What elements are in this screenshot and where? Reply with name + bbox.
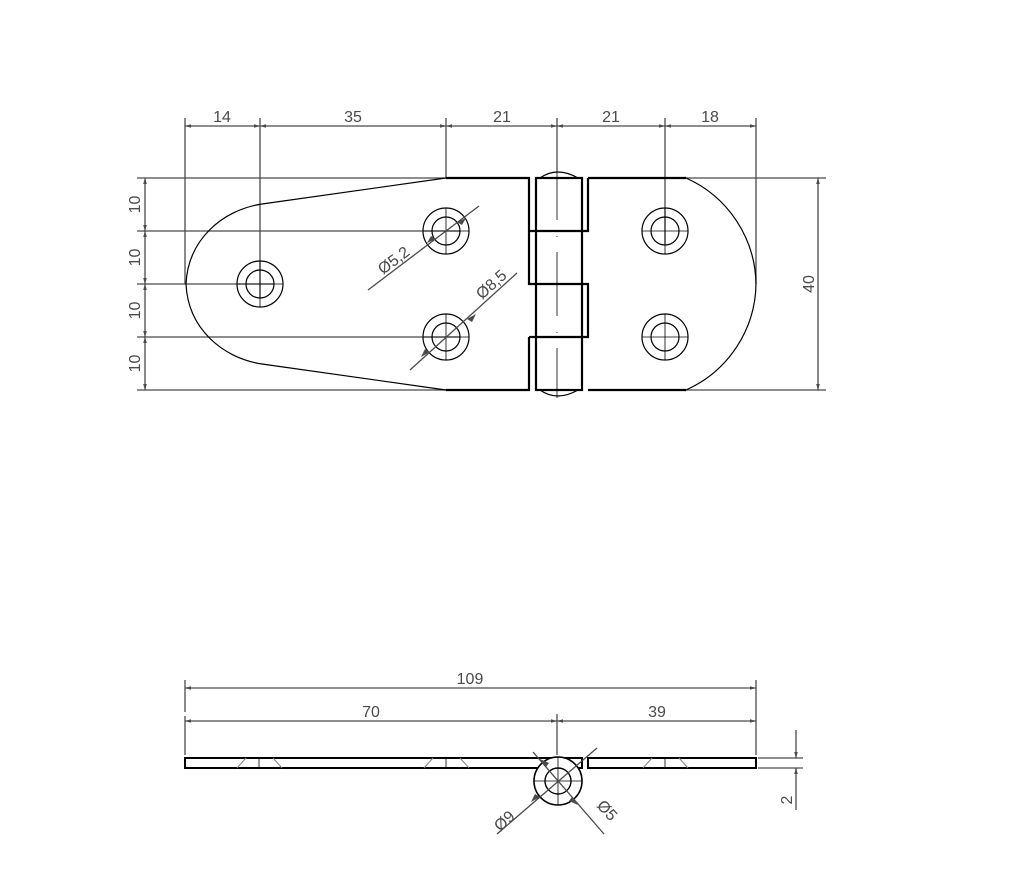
callout-d5: Ø5 xyxy=(593,797,620,824)
top-vertical-dimensions: 10 10 10 10 xyxy=(127,178,147,390)
dim-2-label: 2 xyxy=(779,795,796,804)
dim-109-label: 109 xyxy=(457,671,484,688)
right-leaf-outline xyxy=(588,176,757,392)
right-leaf-length-dimension: 39 xyxy=(557,704,756,723)
side-plates xyxy=(184,757,757,769)
dim-21b-label: 21 xyxy=(602,109,620,126)
hole-1 xyxy=(236,260,284,308)
side-view: 109 70 39 xyxy=(184,671,803,835)
hole-5 xyxy=(641,313,689,361)
overall-height-dimension: 40 xyxy=(801,178,820,390)
dim-40-label: 40 xyxy=(801,275,818,293)
dim-18-label: 18 xyxy=(701,109,719,126)
callout-d8-5: Ø8,5 xyxy=(473,267,510,303)
dim-10c-label: 10 xyxy=(127,302,144,320)
left-leaf-outline xyxy=(185,176,531,392)
dim-70-label: 70 xyxy=(362,704,380,721)
hole-4 xyxy=(641,207,689,255)
callout-d9: Ø9 xyxy=(491,808,518,835)
hinge-knuckle xyxy=(527,170,590,398)
dim-35-label: 35 xyxy=(344,109,362,126)
dim-10d-label: 10 xyxy=(127,355,144,373)
dim-14-label: 14 xyxy=(213,109,231,126)
left-leaf-length-dimension: 70 xyxy=(185,704,557,723)
vertical-extension-lines xyxy=(184,118,757,298)
dim-10b-label: 10 xyxy=(127,249,144,267)
dim-39-label: 39 xyxy=(648,704,666,721)
dim-21a-label: 21 xyxy=(493,109,511,126)
thickness-dimension: 2 xyxy=(779,730,798,810)
horizontal-extension-lines xyxy=(137,177,826,391)
overall-length-dimension: 109 xyxy=(185,671,756,690)
callout-d5-2: Ø5,2 xyxy=(375,244,413,279)
top-horizontal-dimensions: 14 35 21 21 18 xyxy=(185,109,756,128)
top-view: 14 35 21 21 18 10 10 10 10 40 xyxy=(127,109,826,398)
dim-10a-label: 10 xyxy=(127,196,144,214)
